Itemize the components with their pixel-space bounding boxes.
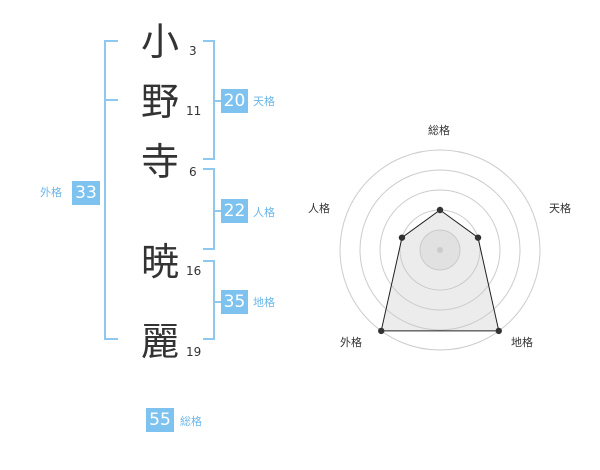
stroke-count-4: 16 [186, 264, 202, 278]
tenkaku-bracket-bottom [203, 158, 215, 160]
stroke-count-3: 6 [189, 165, 197, 179]
jinkaku-bracket-bottom [203, 248, 215, 250]
chikaku-badge: 35 [221, 290, 248, 314]
radar-point-1 [436, 206, 444, 214]
jinkaku-label: 人格 [253, 206, 275, 219]
radar-axis-label-soukaku: 総格 [428, 124, 450, 137]
radar-area [380, 209, 500, 332]
chikaku-bracket-top [203, 260, 215, 262]
name-char-4: 暁 [140, 240, 179, 284]
name-char-1: 小 [140, 20, 179, 64]
tenkaku-connector [213, 100, 221, 102]
radar-ring-3 [379, 189, 501, 311]
gaikaku-bracket-bottom [104, 338, 118, 340]
gaikaku-badge: 33 [72, 181, 100, 205]
jinkaku-bracket-vertical [213, 168, 215, 250]
radar-ring-2 [399, 209, 481, 291]
tenkaku-bracket-top [203, 40, 215, 42]
name-char-2: 野 [140, 80, 179, 124]
radar-points [378, 206, 502, 335]
jinkaku-bracket-top [203, 168, 215, 170]
stroke-count-5: 19 [186, 345, 202, 359]
soukaku-label: 総格 [180, 415, 202, 428]
chikaku-label: 地格 [253, 296, 275, 309]
radar-point-5 [398, 234, 406, 241]
radar-axis-label-tenkaku: 天格 [549, 202, 571, 215]
radar-point-4 [378, 327, 385, 335]
jinkaku-badge: 22 [221, 199, 248, 223]
name-char-5: 麗 [140, 320, 179, 364]
gaikaku-bracket-mid [104, 99, 118, 101]
radar-axis-label-chikaku: 地格 [511, 336, 533, 349]
chikaku-connector [213, 301, 221, 303]
soukaku-badge: 55 [146, 408, 174, 432]
tenkaku-label: 天格 [253, 95, 275, 108]
chikaku-bracket-vertical [213, 260, 215, 340]
gaikaku-bracket-vertical [104, 40, 106, 340]
radar-point-3 [495, 327, 502, 335]
radar-ring-4 [359, 169, 521, 331]
radar-ring-5 [339, 149, 541, 351]
gaikaku-bracket-top [104, 40, 118, 42]
radar-rings [339, 149, 541, 351]
radar-polygon [380, 209, 500, 332]
radar-center [437, 247, 443, 253]
gaikaku-label: 外格 [40, 186, 62, 199]
radar-axis-label-gaikaku: 外格 [340, 336, 362, 349]
stroke-count-2: 11 [186, 104, 202, 118]
chikaku-bracket-bottom [203, 338, 215, 340]
tenkaku-badge: 20 [221, 89, 248, 113]
radar-axis-label-jinkaku: 人格 [308, 202, 330, 215]
name-char-3: 寺 [140, 140, 179, 184]
jinkaku-connector [213, 210, 221, 212]
radar-ring-1 [419, 229, 461, 271]
stroke-count-1: 3 [189, 44, 197, 58]
radar-point-2 [474, 234, 482, 241]
